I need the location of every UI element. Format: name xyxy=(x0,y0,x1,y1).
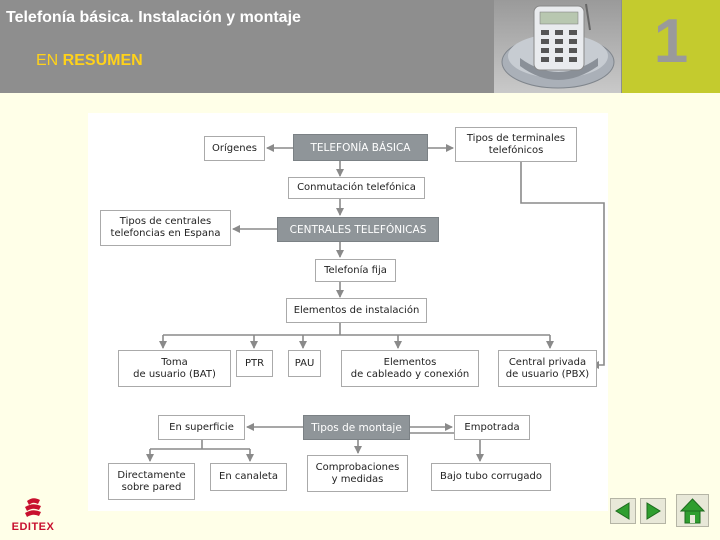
box-origenes: Orígenes xyxy=(204,136,265,161)
chapter-badge: 1 xyxy=(622,0,720,93)
box-central-privada: Central privada de usuario (PBX) xyxy=(498,350,597,387)
box-bajo-tubo: Bajo tubo corrugado xyxy=(431,463,551,491)
box-en-canaleta: En canaleta xyxy=(210,463,287,491)
editex-logo-text: EDITEX xyxy=(11,521,55,533)
box-tipos-terminales: Tipos de terminales telefónicos xyxy=(455,127,577,162)
diagram-connectors xyxy=(146,144,605,462)
chapter-number: 1 xyxy=(653,7,689,76)
previous-arrow-icon xyxy=(610,498,636,524)
box-comprobaciones: Comprobaciones y medidas xyxy=(307,455,408,492)
box-en-superficie: En superficie xyxy=(158,415,245,440)
box-pau: PAU xyxy=(288,350,321,377)
box-centrales-telefonicas: CENTRALES TELEFÓNICAS xyxy=(277,217,439,242)
telephone-photo xyxy=(494,0,621,93)
subtitle-prefix: EN xyxy=(36,52,63,69)
box-telefonia-fija: Telefonía fija xyxy=(315,259,396,282)
home-icon xyxy=(676,494,709,527)
concept-diagram: Orígenes TELEFONÍA BÁSICA Tipos de termi… xyxy=(88,113,608,511)
box-elementos-cableado: Elementos de cableado y conexión xyxy=(341,350,479,387)
box-toma-usuario: Toma de usuario (BAT) xyxy=(118,350,231,387)
editex-logo-mark xyxy=(25,498,41,517)
editex-logo: EDITEX xyxy=(6,497,60,535)
section-subtitle: EN RESÚMEN xyxy=(36,52,143,70)
subtitle-bold: RESÚMEN xyxy=(62,52,143,69)
box-tipos-centrales: Tipos de centrales telefoncias en Espana xyxy=(100,210,231,246)
box-telefonia-basica: TELEFONÍA BÁSICA xyxy=(293,134,428,161)
previous-button[interactable] xyxy=(610,496,636,526)
page-title: Telefonía básica. Instalación y montaje xyxy=(6,9,301,26)
box-elementos-instalacion: Elementos de instalación xyxy=(286,298,427,323)
box-ptr: PTR xyxy=(236,350,273,377)
next-button[interactable] xyxy=(640,496,666,526)
box-empotrada: Empotrada xyxy=(454,415,530,440)
box-conmutacion: Conmutación telefónica xyxy=(288,177,425,199)
next-arrow-icon xyxy=(640,498,666,524)
box-tipos-montaje: Tipos de montaje xyxy=(303,415,410,440)
home-button[interactable] xyxy=(676,494,709,527)
telephone-illustration xyxy=(501,3,615,89)
box-directamente: Directamente sobre pared xyxy=(108,463,195,500)
